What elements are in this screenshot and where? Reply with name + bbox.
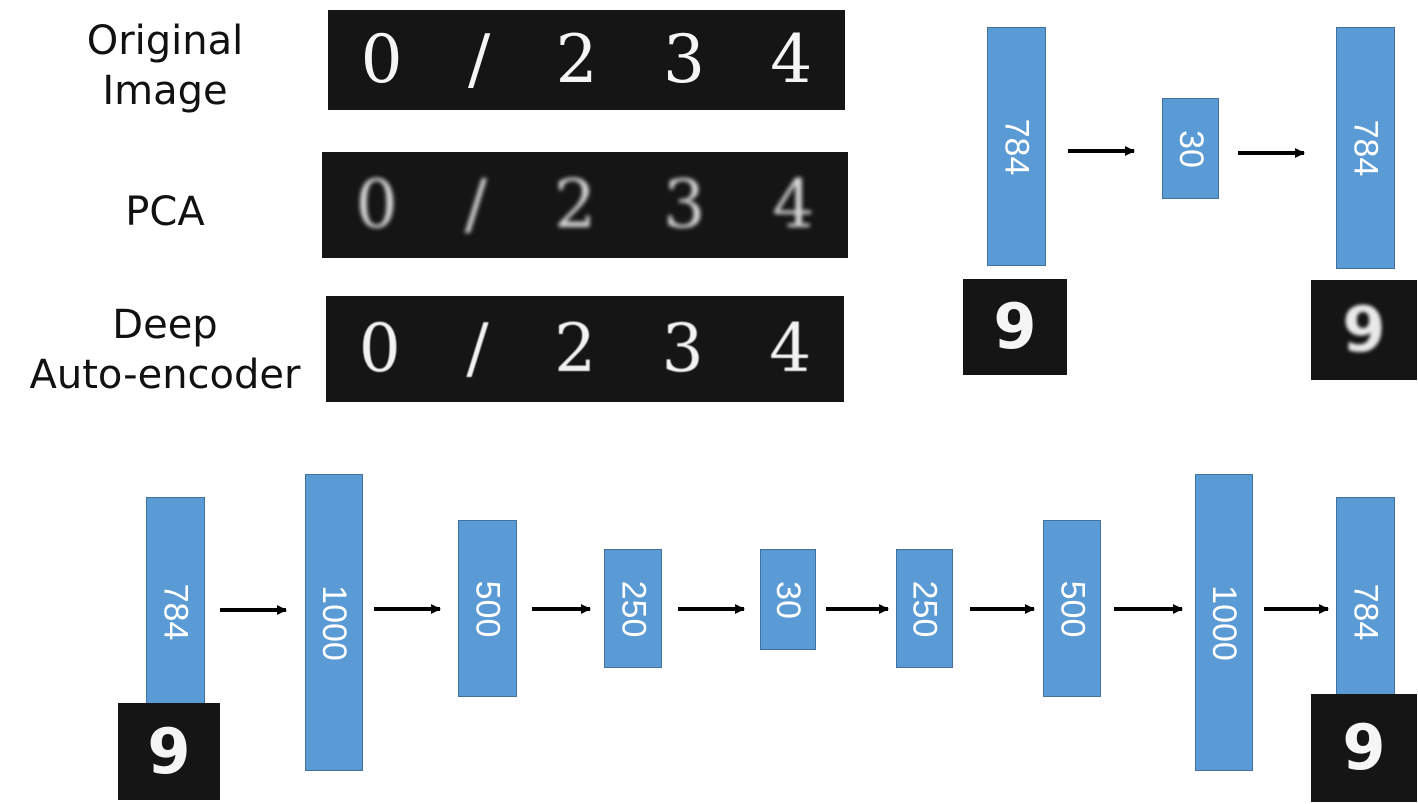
deep-layer-4: 250 (604, 549, 662, 668)
row-label-original: Original Image (40, 16, 290, 116)
layer-size-label: 784 (997, 118, 1036, 175)
layer-size-label: 784 (156, 583, 195, 641)
layer-size-label: 500 (468, 580, 507, 637)
strip-digit: 4 (769, 310, 812, 387)
deep-layer-1: 784 (146, 497, 205, 727)
pca-digit-strip: 0 / 2 3 4 (322, 152, 848, 258)
pca-layer-code: 30 (1162, 98, 1219, 199)
pca-layer-output: 784 (1336, 27, 1395, 269)
deep-output-image: 9 (1311, 694, 1417, 802)
layer-size-label: 784 (1346, 119, 1385, 177)
deep-arrows (220, 604, 1329, 615)
strip-digit: / (464, 166, 487, 243)
deep-layer-7: 500 (1043, 520, 1101, 697)
layer-size-label: 30 (1171, 129, 1210, 168)
row-label-ae-line-1: Deep (112, 302, 218, 348)
row-label-pca: PCA (40, 187, 290, 237)
strip-digit: 0 (355, 166, 398, 243)
pca-output-image: 9 (1311, 280, 1417, 380)
layer-size-label: 784 (1346, 583, 1385, 641)
layer-size-label: 500 (1053, 580, 1092, 637)
strip-digit: / (466, 310, 489, 387)
strip-digit: 2 (554, 310, 597, 387)
strip-digit: 3 (662, 21, 705, 98)
thumb-digit: 9 (993, 290, 1037, 363)
layer-size-label: 250 (614, 580, 653, 637)
row-label-ae: Deep Auto-encoder (20, 300, 310, 400)
original-digit-strip: 0 / 2 3 4 (328, 10, 845, 110)
deep-input-image: 9 (118, 703, 220, 800)
autoencoder-digit-strip: 0 / 2 3 4 (326, 296, 844, 402)
layer-size-label: 250 (905, 580, 944, 637)
deep-layer-2: 1000 (305, 474, 363, 771)
pca-layer-input: 784 (987, 27, 1046, 266)
layer-size-label: 30 (768, 580, 807, 619)
row-label-original-line-2: Image (102, 68, 228, 114)
strip-digit: 3 (661, 310, 704, 387)
row-label-pca-line-1: PCA (125, 189, 205, 235)
strip-digit: 2 (555, 21, 598, 98)
pca-input-image: 9 (963, 279, 1067, 375)
strip-digit: 2 (554, 166, 597, 243)
thumb-digit: 9 (1342, 711, 1386, 784)
deep-layer-5: 30 (760, 549, 816, 650)
layer-size-label: 1000 (315, 584, 354, 661)
row-label-ae-line-2: Auto-encoder (29, 352, 301, 398)
pca-arrows (1068, 146, 1305, 158)
deep-layer-8: 1000 (1195, 474, 1253, 771)
thumb-digit: 9 (147, 714, 191, 788)
strip-digit: 4 (770, 21, 813, 98)
deep-layer-6: 250 (896, 549, 953, 668)
strip-digit: 0 (360, 21, 403, 98)
strip-digit: 3 (663, 166, 706, 243)
row-label-original-line-1: Original (86, 18, 244, 64)
strip-digit: 4 (772, 166, 815, 243)
deep-layer-3: 500 (458, 520, 517, 697)
strip-digit: / (468, 21, 491, 98)
strip-digit: 0 (358, 310, 401, 387)
thumb-digit: 9 (1342, 293, 1386, 366)
layer-size-label: 1000 (1205, 584, 1244, 661)
deep-layer-9: 784 (1336, 497, 1395, 727)
